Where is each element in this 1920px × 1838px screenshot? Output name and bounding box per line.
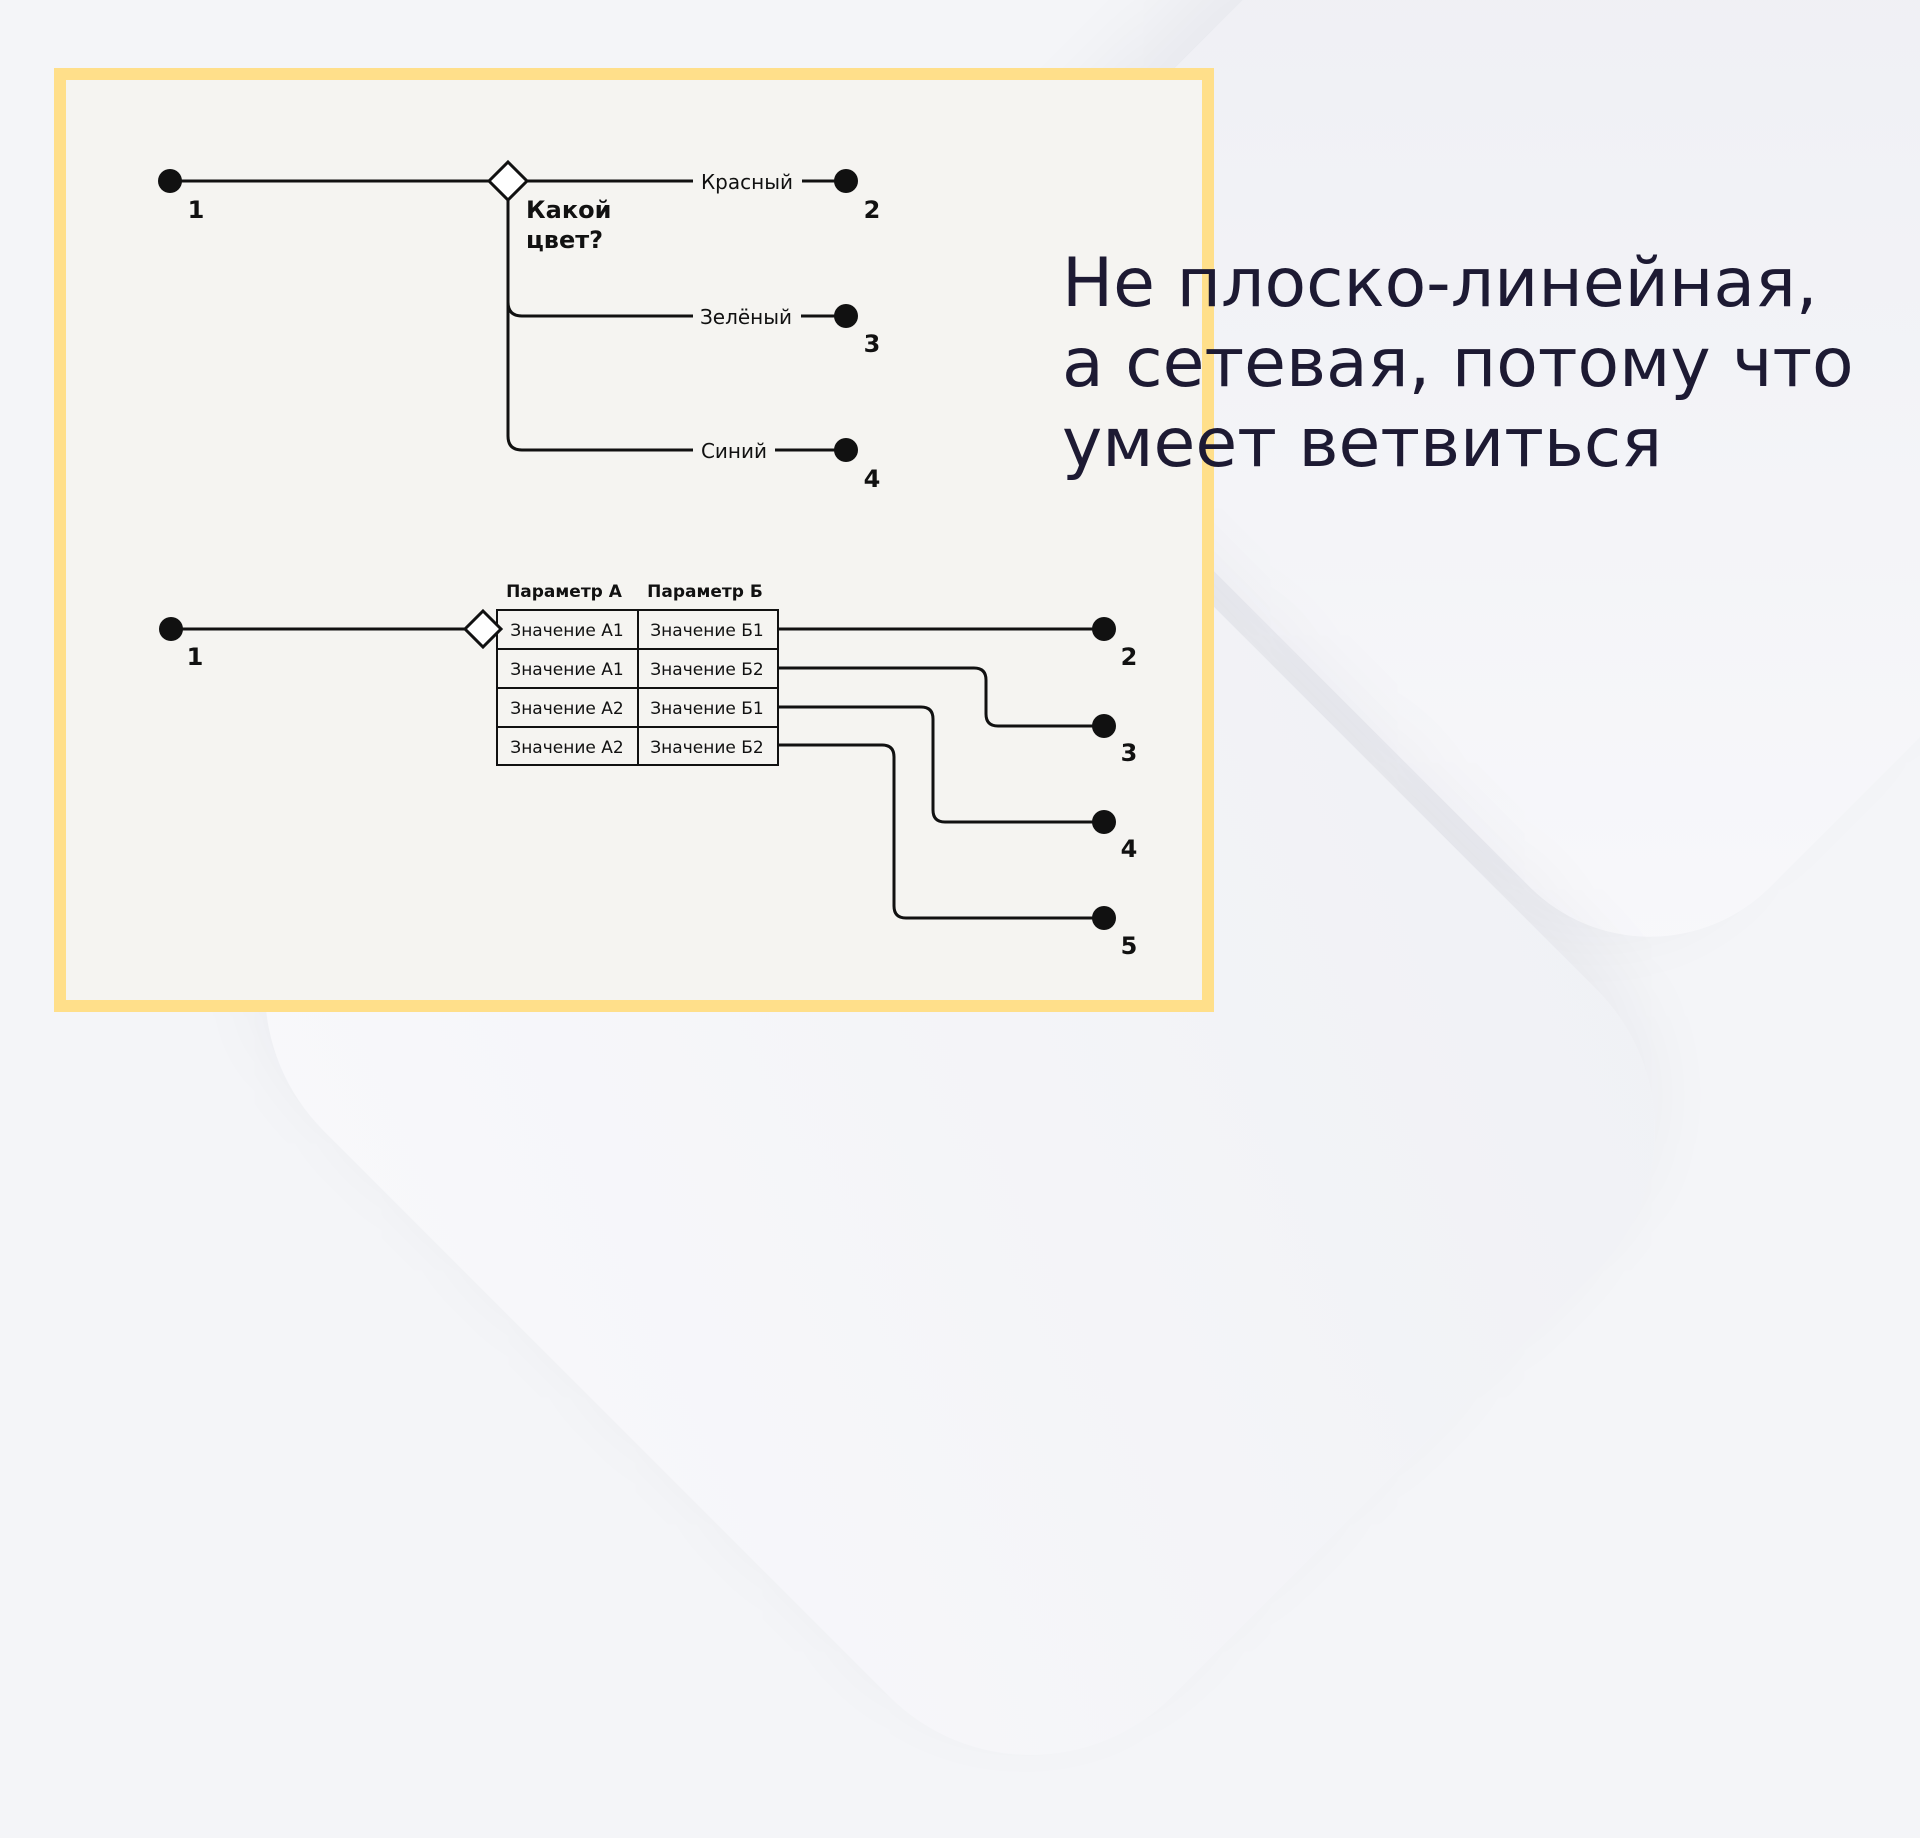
headline-line-1: Не плоско-линейная, [1062, 244, 1818, 323]
top-question-line-1: Какой [526, 196, 611, 224]
bottom-node-row-4 [1092, 906, 1116, 930]
top-branch-2-label: Зелёный [700, 305, 792, 329]
top-branch-2-node-label: 3 [864, 330, 881, 358]
table-row-1-value-b: Значение Б1 [650, 621, 763, 641]
top-stem-line [506, 198, 693, 452]
headline: Не плоско-линейная, а сетевая, потому чт… [1062, 244, 1902, 484]
bottom-node-row-2 [1092, 714, 1116, 738]
top-question-line-2: цвет? [526, 226, 603, 254]
bottom-node-row-3-label: 4 [1121, 835, 1138, 863]
top-start-node-label: 1 [188, 196, 205, 224]
connector-row-3 [778, 705, 1104, 824]
table-row-4-value-b: Значение Б2 [650, 738, 763, 758]
bottom-start-node-label: 1 [187, 643, 204, 671]
header-parameter-b: Параметр Б [647, 582, 763, 602]
top-branch-3-node [834, 438, 858, 462]
connector-row-2 [778, 666, 1104, 728]
table-row-3-value-a: Значение А2 [510, 699, 623, 719]
table-row-3-value-b: Значение Б1 [650, 699, 763, 719]
table-row-2-value-a: Значение А1 [510, 660, 623, 680]
table-row-4-value-a: Значение А2 [510, 738, 623, 758]
header-parameter-a: Параметр А [506, 582, 623, 602]
bottom-node-row-2-label: 3 [1121, 739, 1138, 767]
top-branch-3-label: Синий [701, 439, 767, 463]
top-branch-1-label: Красный [701, 170, 793, 194]
table-row-1-value-a: Значение А1 [510, 621, 623, 641]
bottom-node-row-1-label: 2 [1121, 643, 1138, 671]
top-branch-2-node [834, 304, 858, 328]
bottom-decision-diamond [462, 608, 504, 650]
table-row-2-value-b: Значение Б2 [650, 660, 763, 680]
headline-line-3: умеет ветвиться [1062, 404, 1663, 483]
top-branch-1-node [834, 169, 858, 193]
decision-diagram: 1 Красный 2 Зелёный 3 Синий 4 Какой цвет… [158, 159, 881, 493]
top-decision-diamond [486, 159, 530, 203]
headline-line-2: а сетевая, потому что [1062, 324, 1854, 403]
top-start-node [158, 169, 182, 193]
connector-row-4 [778, 743, 1104, 920]
branching-diagram: 1 Красный 2 Зелёный 3 Синий 4 Какой цвет… [158, 159, 1137, 960]
parameter-table-diagram: 1 Параметр А Параметр Б Значение А1 Знач… [159, 582, 1137, 960]
bottom-start-node [159, 617, 183, 641]
bottom-node-row-4-label: 5 [1121, 932, 1138, 960]
bottom-node-row-1 [1092, 617, 1116, 641]
top-branch-1-node-label: 2 [864, 196, 881, 224]
top-branch-3-node-label: 4 [864, 465, 881, 493]
top-branch-2-line-a [506, 301, 693, 318]
diagram-frame [54, 68, 1214, 1012]
bottom-node-row-3 [1092, 810, 1116, 834]
